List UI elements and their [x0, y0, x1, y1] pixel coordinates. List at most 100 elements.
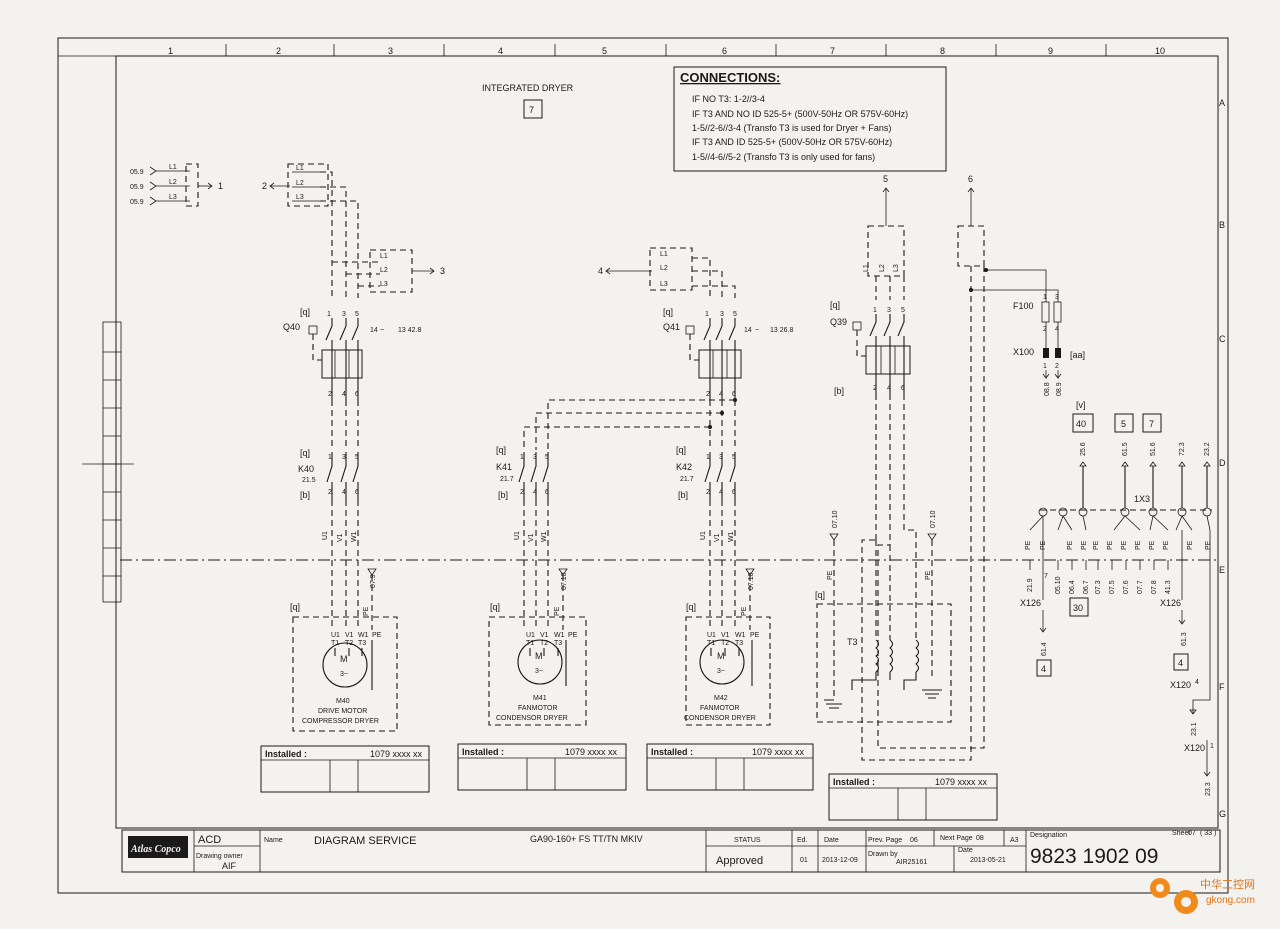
- svg-text:61.3: 61.3: [1181, 632, 1188, 646]
- svg-text:[q]: [q]: [676, 445, 686, 455]
- phase-l1-a: L1: [169, 164, 177, 171]
- svg-text:21.5: 21.5: [302, 477, 316, 484]
- svg-text:2: 2: [328, 391, 332, 398]
- svg-text:U1: U1: [331, 632, 340, 639]
- installed-table-4: Installed : 1079 xxxx xx: [828, 773, 998, 821]
- svg-text:FANMOTOR: FANMOTOR: [518, 705, 558, 712]
- svg-text:06.4: 06.4: [1069, 580, 1076, 594]
- installed-table-3: Installed : 1079 xxxx xx: [646, 743, 814, 791]
- svg-text:DRIVE MOTOR: DRIVE MOTOR: [318, 708, 367, 715]
- motor-m41-symbol: [517, 639, 563, 685]
- svg-text:M: M: [717, 651, 725, 661]
- svg-text:2: 2: [873, 385, 877, 392]
- svg-text:U1: U1: [322, 531, 329, 540]
- svg-text:FANMOTOR: FANMOTOR: [700, 705, 740, 712]
- svg-text:[v]: [v]: [1076, 400, 1086, 410]
- motor-m40-symbol: [322, 642, 368, 688]
- svg-text:PE: PE: [568, 632, 578, 639]
- svg-text:08: 08: [976, 835, 984, 842]
- svg-text:~: ~: [380, 327, 384, 334]
- svg-text:05.10: 05.10: [1055, 576, 1062, 594]
- svg-text:08.9: 08.9: [1056, 382, 1063, 396]
- svg-text:5: 5: [901, 307, 905, 314]
- svg-text:[q]: [q]: [300, 307, 310, 317]
- connections-line-5: 1-5//4-6//5-2 (Transfo T3 is only used f…: [692, 152, 875, 162]
- svg-text:PE: PE: [1081, 540, 1088, 550]
- svg-text:07.8: 07.8: [1151, 580, 1158, 594]
- x100-tag: X100: [1013, 347, 1034, 357]
- col-9: 9: [1048, 46, 1053, 56]
- connections-note: CONNECTIONS: IF NO T3: 1-2//3-4 IF T3 AN…: [673, 66, 947, 172]
- svg-text:W1: W1: [735, 632, 746, 639]
- svg-text:41.3: 41.3: [1165, 580, 1172, 594]
- svg-text:L2: L2: [296, 180, 304, 187]
- phase-ref-3: 05.9: [130, 199, 144, 206]
- svg-text:V1: V1: [337, 533, 344, 542]
- svg-text:4: 4: [342, 489, 346, 496]
- svg-text:4: 4: [533, 489, 537, 496]
- designation-number: 9823 1902 09: [1030, 845, 1158, 868]
- svg-text:01: 01: [800, 857, 808, 864]
- svg-text:[q]: [q]: [830, 300, 840, 310]
- k40-tag: K40: [298, 464, 314, 474]
- svg-text:07.10: 07.10: [930, 510, 937, 528]
- x120-tag-2: X120: [1184, 743, 1205, 753]
- svg-text:[q]: [q]: [686, 602, 696, 612]
- f100-tag: F100: [1013, 301, 1034, 311]
- svg-text:M: M: [535, 651, 543, 661]
- svg-text:PE: PE: [1121, 540, 1128, 550]
- svg-text:5: 5: [355, 454, 359, 461]
- svg-text:T3: T3: [554, 640, 562, 647]
- svg-text:72.3: 72.3: [1179, 442, 1186, 456]
- drawing-model: GA90-160+ FS TT/TN MKIV: [530, 834, 643, 844]
- svg-text:5: 5: [732, 454, 736, 461]
- svg-text:7: 7: [1149, 419, 1154, 429]
- incoming-phases: 05.9 05.9 05.9 L1 L2 L3 1: [130, 163, 223, 207]
- row-c: C: [1219, 334, 1226, 344]
- svg-text:23.1: 23.1: [1191, 722, 1198, 736]
- svg-text:51.6: 51.6: [1150, 442, 1157, 456]
- col-3: 3: [388, 46, 393, 56]
- svg-text:4: 4: [887, 385, 891, 392]
- svg-text:W1: W1: [541, 531, 548, 542]
- svg-text:AIF: AIF: [222, 861, 237, 871]
- svg-text:7: 7: [1044, 573, 1048, 580]
- col-5: 5: [602, 46, 607, 56]
- svg-text:2: 2: [706, 489, 710, 496]
- svg-text:PE: PE: [1040, 540, 1047, 550]
- svg-text:1079 xxxx xx: 1079 xxxx xx: [752, 747, 805, 757]
- svg-text:4: 4: [719, 489, 723, 496]
- svg-text:L3: L3: [380, 281, 388, 288]
- svg-text:3: 3: [720, 311, 724, 318]
- svg-text:L2: L2: [660, 265, 668, 272]
- svg-text:6: 6: [355, 489, 359, 496]
- svg-text:M: M: [340, 654, 348, 664]
- svg-text:W1: W1: [358, 632, 369, 639]
- svg-text:V1: V1: [528, 533, 535, 542]
- svg-text:07.10: 07.10: [832, 510, 839, 528]
- svg-text:21.7: 21.7: [500, 476, 514, 483]
- svg-text:61.5: 61.5: [1122, 442, 1129, 456]
- svg-text:L1: L1: [380, 253, 388, 260]
- svg-text:1: 1: [520, 454, 524, 461]
- svg-text:PE: PE: [827, 570, 834, 580]
- svg-text:L1: L1: [660, 251, 668, 258]
- drawing-name: DIAGRAM SERVICE: [314, 835, 417, 847]
- svg-text:PE: PE: [1025, 540, 1032, 550]
- svg-text:L3: L3: [893, 264, 900, 272]
- svg-text:PE: PE: [750, 632, 760, 639]
- svg-text:[q]: [q]: [300, 448, 310, 458]
- svg-text:3: 3: [533, 454, 537, 461]
- svg-text:5: 5: [733, 311, 737, 318]
- q39-tag: Q39: [830, 317, 847, 327]
- svg-text:[q]: [q]: [490, 602, 500, 612]
- svg-text:[q]: [q]: [290, 602, 300, 612]
- svg-text:14: 14: [370, 327, 378, 334]
- phase-ref-1: 05.9: [130, 169, 144, 176]
- svg-text:T1: T1: [331, 640, 339, 647]
